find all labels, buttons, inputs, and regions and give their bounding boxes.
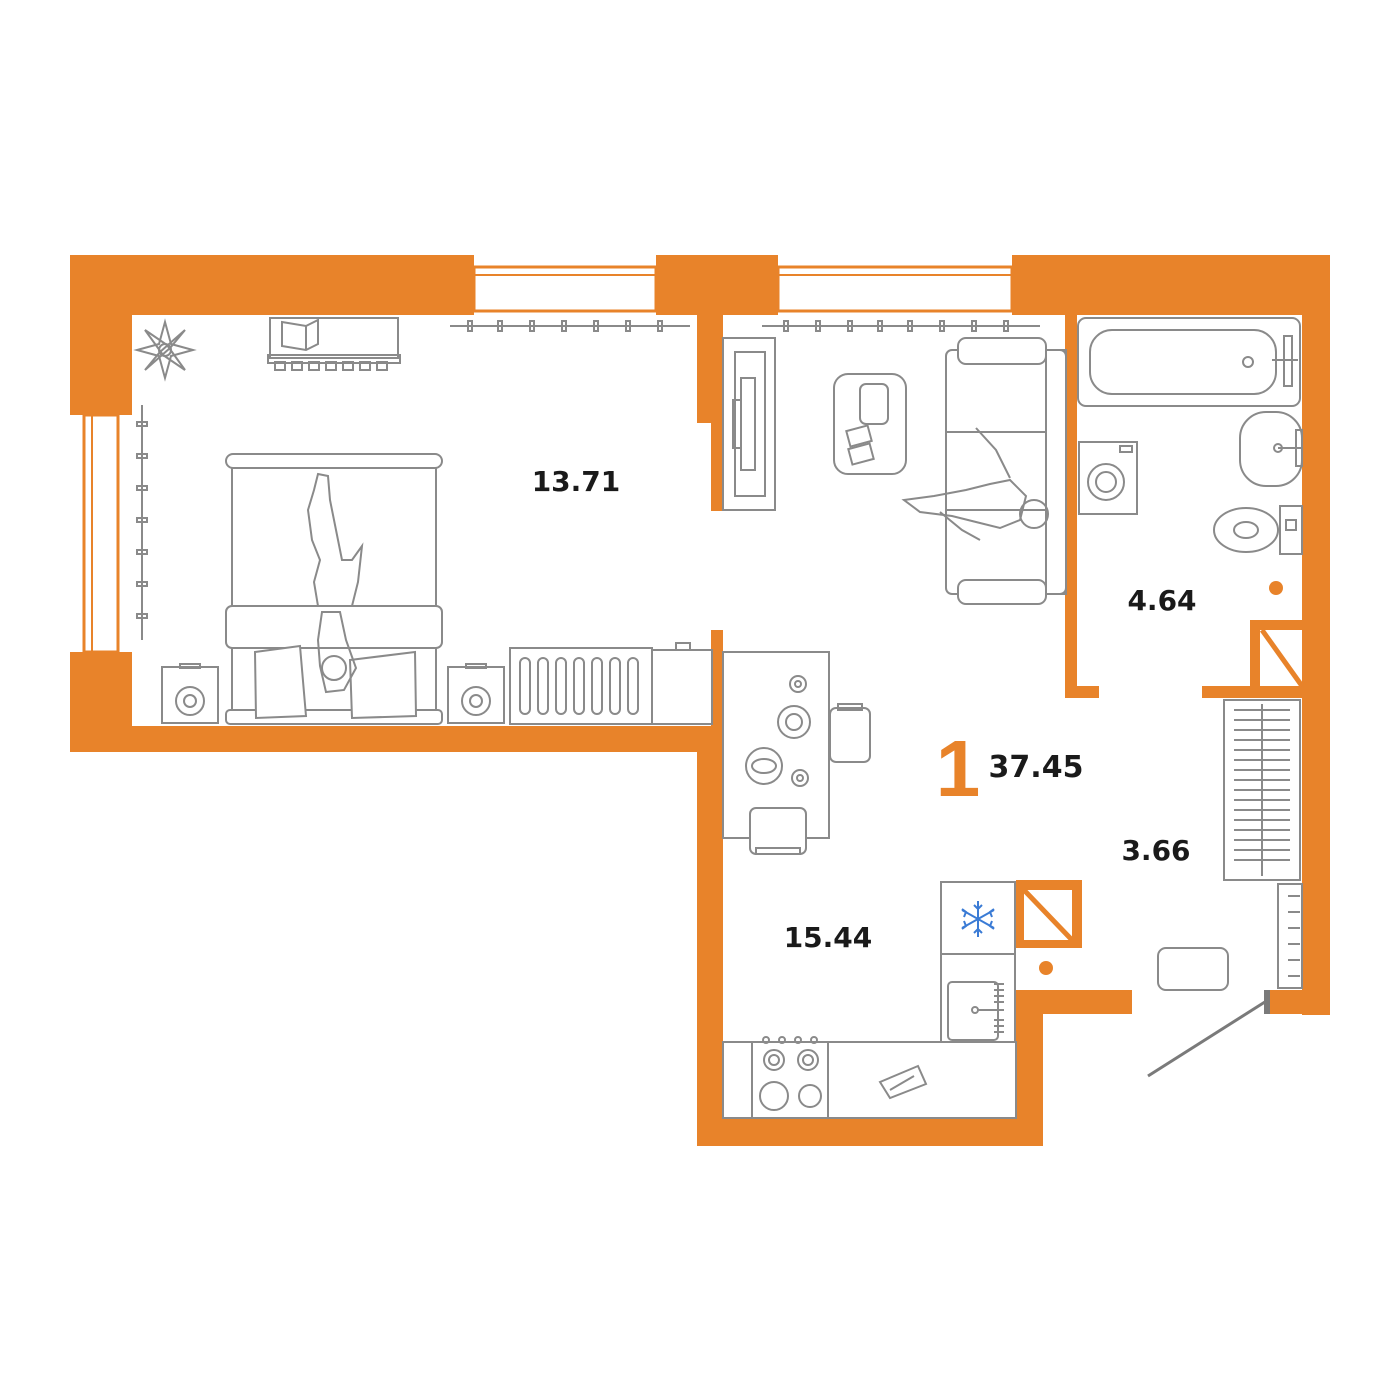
- bedroom-furniture: [133, 317, 713, 725]
- wall-top-middle: [656, 255, 778, 315]
- kitchen-furniture: [722, 881, 1017, 1119]
- wall-bathroom-bottom: [1202, 686, 1302, 698]
- book-icon: [281, 318, 319, 352]
- dining-furniture: [722, 651, 871, 855]
- wall-kitchen-right: [1016, 990, 1043, 1146]
- shaft-diagonal: [1259, 628, 1305, 688]
- wall-bedroom-bottom: [70, 726, 720, 752]
- cutting-board-icon: [878, 1064, 928, 1100]
- person-sofa-icon: [901, 427, 1049, 541]
- living-kitchen-area-label: 15.44: [784, 921, 873, 954]
- room-count-label: 1: [936, 724, 981, 813]
- wall-top-right: [1012, 255, 1302, 315]
- shaft-left: [1250, 620, 1260, 688]
- wall-bathroom-stub: [1065, 686, 1099, 698]
- wall-top-left: [70, 255, 474, 315]
- shaft2-left: [1016, 880, 1024, 948]
- hallway-furniture: [1147, 699, 1303, 1078]
- partition-top: [697, 315, 723, 423]
- compass-rose-icon: [133, 318, 197, 382]
- partition-lower-thin: [711, 630, 723, 730]
- wall-left-top: [70, 255, 132, 415]
- entrance-door: [1147, 998, 1269, 1078]
- shaft2-right: [1072, 880, 1082, 948]
- partition-top-thin: [711, 415, 723, 511]
- windows: [82, 265, 1014, 654]
- living-furniture: [722, 320, 1067, 605]
- shaft2-bottom: [1016, 940, 1082, 948]
- walls: [70, 255, 1330, 1146]
- total-area-label: 37.45: [989, 750, 1084, 785]
- snowflake-icon: [961, 901, 995, 937]
- bedroom-area-label: 13.71: [532, 465, 621, 498]
- bathroom-furniture: [1077, 317, 1303, 555]
- shaft-top: [1250, 620, 1302, 630]
- wall-entry-ledge: [1016, 990, 1132, 1014]
- bathroom-area-label: 4.64: [1127, 584, 1196, 617]
- wall-right-bottom: [1270, 990, 1330, 1014]
- wall-right-outer: [1302, 255, 1330, 1015]
- shaft2-diagonal: [1022, 888, 1074, 942]
- person-icon: [306, 472, 364, 694]
- wall-kitchen-bottom: [697, 1118, 1043, 1146]
- wall-kitchen-left: [697, 726, 723, 1146]
- riser-dot: [1269, 581, 1283, 595]
- riser-dot-2: [1039, 961, 1053, 975]
- shaft2-top: [1016, 880, 1082, 890]
- hallway-area-label: 3.66: [1121, 834, 1190, 867]
- wall-bathroom-left: [1065, 315, 1077, 697]
